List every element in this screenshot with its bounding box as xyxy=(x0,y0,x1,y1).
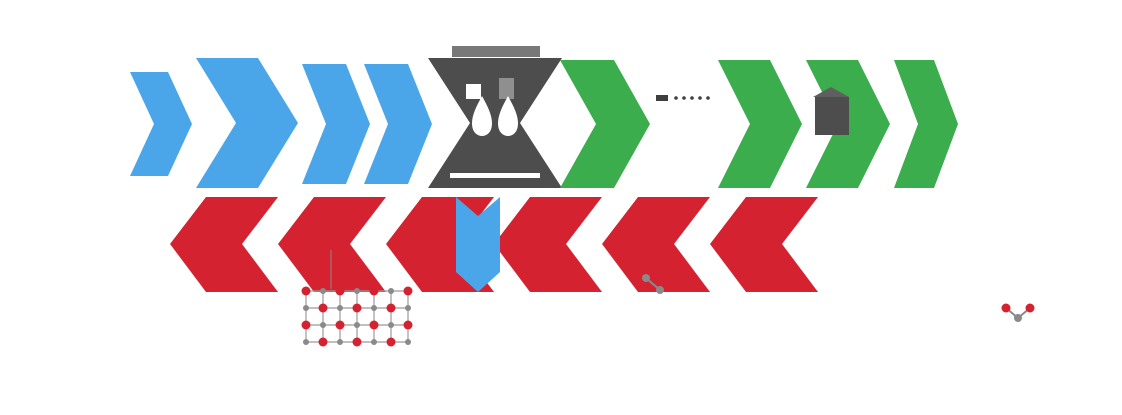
green-chevron-arrow-4 xyxy=(894,60,958,188)
lattice-atom-gray xyxy=(337,339,343,345)
lattice-atom-gray xyxy=(354,322,360,328)
lattice-atom-gray xyxy=(371,339,377,345)
lattice-atom-red xyxy=(318,337,328,347)
chamber-inlet-block xyxy=(499,78,514,99)
cube-top-face xyxy=(813,87,849,97)
chamber-base-gap xyxy=(450,173,540,178)
lattice-atom-gray xyxy=(303,305,309,311)
gray-atom xyxy=(656,286,664,294)
crystal-lattice xyxy=(301,286,413,347)
red-chevron-arrow-2 xyxy=(278,197,386,292)
cube-icon xyxy=(813,87,849,135)
green-chevron-arrow-2 xyxy=(718,60,802,188)
red-atom xyxy=(1001,303,1011,313)
blue-down-arrow xyxy=(456,197,500,292)
bond-dot xyxy=(674,96,678,100)
red-chevron-arrow-4 xyxy=(494,197,602,292)
chamber-lid-bar xyxy=(452,46,540,57)
blue-chevron-arrow-1 xyxy=(130,72,192,176)
bond-dot xyxy=(682,96,686,100)
lattice-atom-gray xyxy=(337,305,343,311)
triatomic-molecule xyxy=(1001,303,1035,322)
cube-front-face xyxy=(815,97,849,135)
dashed-bond-symbol xyxy=(656,95,710,101)
red-atom xyxy=(1025,303,1035,313)
hourglass-chamber-icon xyxy=(428,46,562,188)
lattice-atom-red xyxy=(318,303,328,313)
lattice-atom-red xyxy=(301,320,311,330)
diatomic-molecule xyxy=(642,274,664,294)
gray-atom xyxy=(642,274,650,282)
red-chevron-arrow-1 xyxy=(170,197,278,292)
lattice-atom-gray xyxy=(388,322,394,328)
chamber-inlet-square xyxy=(466,84,481,99)
lattice-atom-gray xyxy=(303,339,309,345)
lattice-atom-red xyxy=(352,303,362,313)
lattice-atom-gray xyxy=(405,339,411,345)
lattice-atom-gray xyxy=(371,305,377,311)
lattice-atom-gray xyxy=(405,305,411,311)
lattice-atom-red xyxy=(335,286,345,296)
green-chevron-arrow-1 xyxy=(560,60,650,188)
lattice-atom-red xyxy=(352,337,362,347)
red-chevron-arrow-6 xyxy=(710,197,818,292)
droplet-icon-right xyxy=(498,96,518,136)
lattice-atom-red xyxy=(301,286,311,296)
top-row-green-arrows xyxy=(560,60,958,188)
lattice-atom-red xyxy=(369,286,379,296)
blue-chevron-arrow-4 xyxy=(364,64,432,184)
lattice-atom-gray xyxy=(388,288,394,294)
lattice-atom-gray xyxy=(354,288,360,294)
hourglass-body xyxy=(428,58,562,188)
lattice-atom-red xyxy=(386,337,396,347)
lattice-atom-red xyxy=(335,320,345,330)
top-row-blue-arrows xyxy=(130,58,432,188)
bond-dot xyxy=(706,96,710,100)
blue-chevron-arrow-3 xyxy=(302,64,370,184)
lattice-atom-red xyxy=(403,320,413,330)
red-chevron-arrow-5 xyxy=(602,197,710,292)
lattice-atom-gray xyxy=(320,288,326,294)
lattice-atom-red xyxy=(369,320,379,330)
lattice-atom-red xyxy=(386,303,396,313)
gray-atom xyxy=(1014,314,1022,322)
blue-chevron-arrow-2 xyxy=(196,58,298,188)
bond-dash xyxy=(656,95,668,101)
droplet-icon-left xyxy=(472,96,492,136)
bottom-row-red-arrows xyxy=(170,197,818,292)
lattice-atom-gray xyxy=(320,322,326,328)
bond-dot xyxy=(698,96,702,100)
bond-dot xyxy=(690,96,694,100)
lattice-atom-red xyxy=(403,286,413,296)
